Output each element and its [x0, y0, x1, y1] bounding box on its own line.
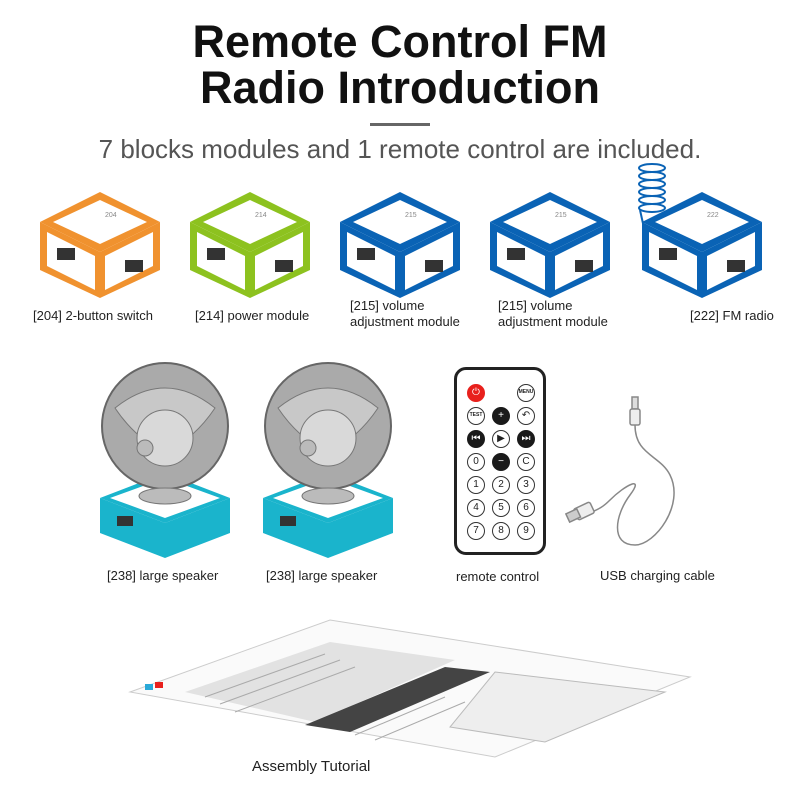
remote-button: 8	[492, 522, 510, 540]
remote-button: ↶	[517, 407, 535, 425]
module-block-icon: 215	[340, 192, 460, 298]
remote-button: ⏮	[467, 430, 485, 448]
module-label-line2: adjustment module	[498, 314, 608, 329]
remote-button: 0	[467, 453, 485, 471]
remote-button: −	[492, 453, 510, 471]
remote-button: 3	[517, 476, 535, 494]
module-number: 215	[555, 212, 567, 219]
assembly-tutorial-sheet	[128, 619, 692, 758]
module-label-line1: [204] 2-button switch	[33, 308, 153, 323]
module-block-icon: 222	[642, 192, 762, 298]
module-214: 214	[180, 190, 320, 300]
remote-button: MENU	[517, 384, 535, 402]
remote-button: 9	[517, 522, 535, 540]
module-label-line1: [222] FM radio	[690, 308, 774, 323]
module-label-line1: [214] power module	[195, 308, 310, 323]
module-204: 204	[30, 190, 170, 300]
speaker-label: [238] large speaker	[107, 568, 219, 583]
title-line-2: Radio Introduction	[200, 62, 600, 113]
title-line-1: Remote Control FM	[192, 16, 608, 67]
module-block-icon: 215	[490, 192, 610, 298]
divider	[370, 123, 430, 126]
module-number: 215	[405, 212, 417, 219]
remote-button: 7	[467, 522, 485, 540]
module-label-line2: adjustment module	[350, 314, 460, 329]
assembly-tutorial-label: Assembly Tutorial	[252, 758, 371, 775]
remote-button: TEST	[467, 407, 485, 425]
module-215: 215	[480, 190, 620, 300]
remote-button: ▶	[492, 430, 510, 448]
remote-button: 1	[467, 476, 485, 494]
module-222: 222	[632, 190, 772, 300]
remote-button: ⏻	[467, 384, 485, 402]
module-label: [214] power module	[195, 308, 309, 324]
module-215: 215	[330, 190, 470, 300]
remote-button: +	[492, 407, 510, 425]
module-label-line1: [215] volume	[350, 298, 425, 313]
module-block-icon: 204	[40, 192, 160, 298]
remote-button: 5	[492, 499, 510, 517]
antenna-coil-icon	[638, 163, 666, 229]
module-number: 222	[707, 212, 719, 219]
speaker-icon	[263, 362, 393, 558]
remote-button: 4	[467, 499, 485, 517]
speaker-label: [238] large speaker	[266, 568, 378, 583]
usb-cable-icon	[565, 396, 675, 546]
remote-button: C	[517, 453, 535, 471]
remote-label: remote control	[456, 569, 540, 584]
module-label-line1: [215] volume	[498, 298, 573, 313]
remote-button: ⏭	[517, 430, 535, 448]
large-speaker	[95, 358, 235, 558]
module-number: 214	[255, 212, 267, 219]
usb-cable-label: USB charging cable	[600, 568, 715, 583]
remote-button: 6	[517, 499, 535, 517]
module-number: 204	[105, 212, 117, 219]
speaker-icon	[100, 362, 230, 558]
subtitle: 7 blocks modules and 1 remote control ar…	[98, 134, 702, 164]
module-label: [222] FM radio	[690, 308, 774, 324]
large-speaker	[258, 358, 398, 558]
module-block-icon: 214	[190, 192, 310, 298]
module-label: [204] 2-button switch	[33, 308, 153, 324]
remote-button: 2	[492, 476, 510, 494]
